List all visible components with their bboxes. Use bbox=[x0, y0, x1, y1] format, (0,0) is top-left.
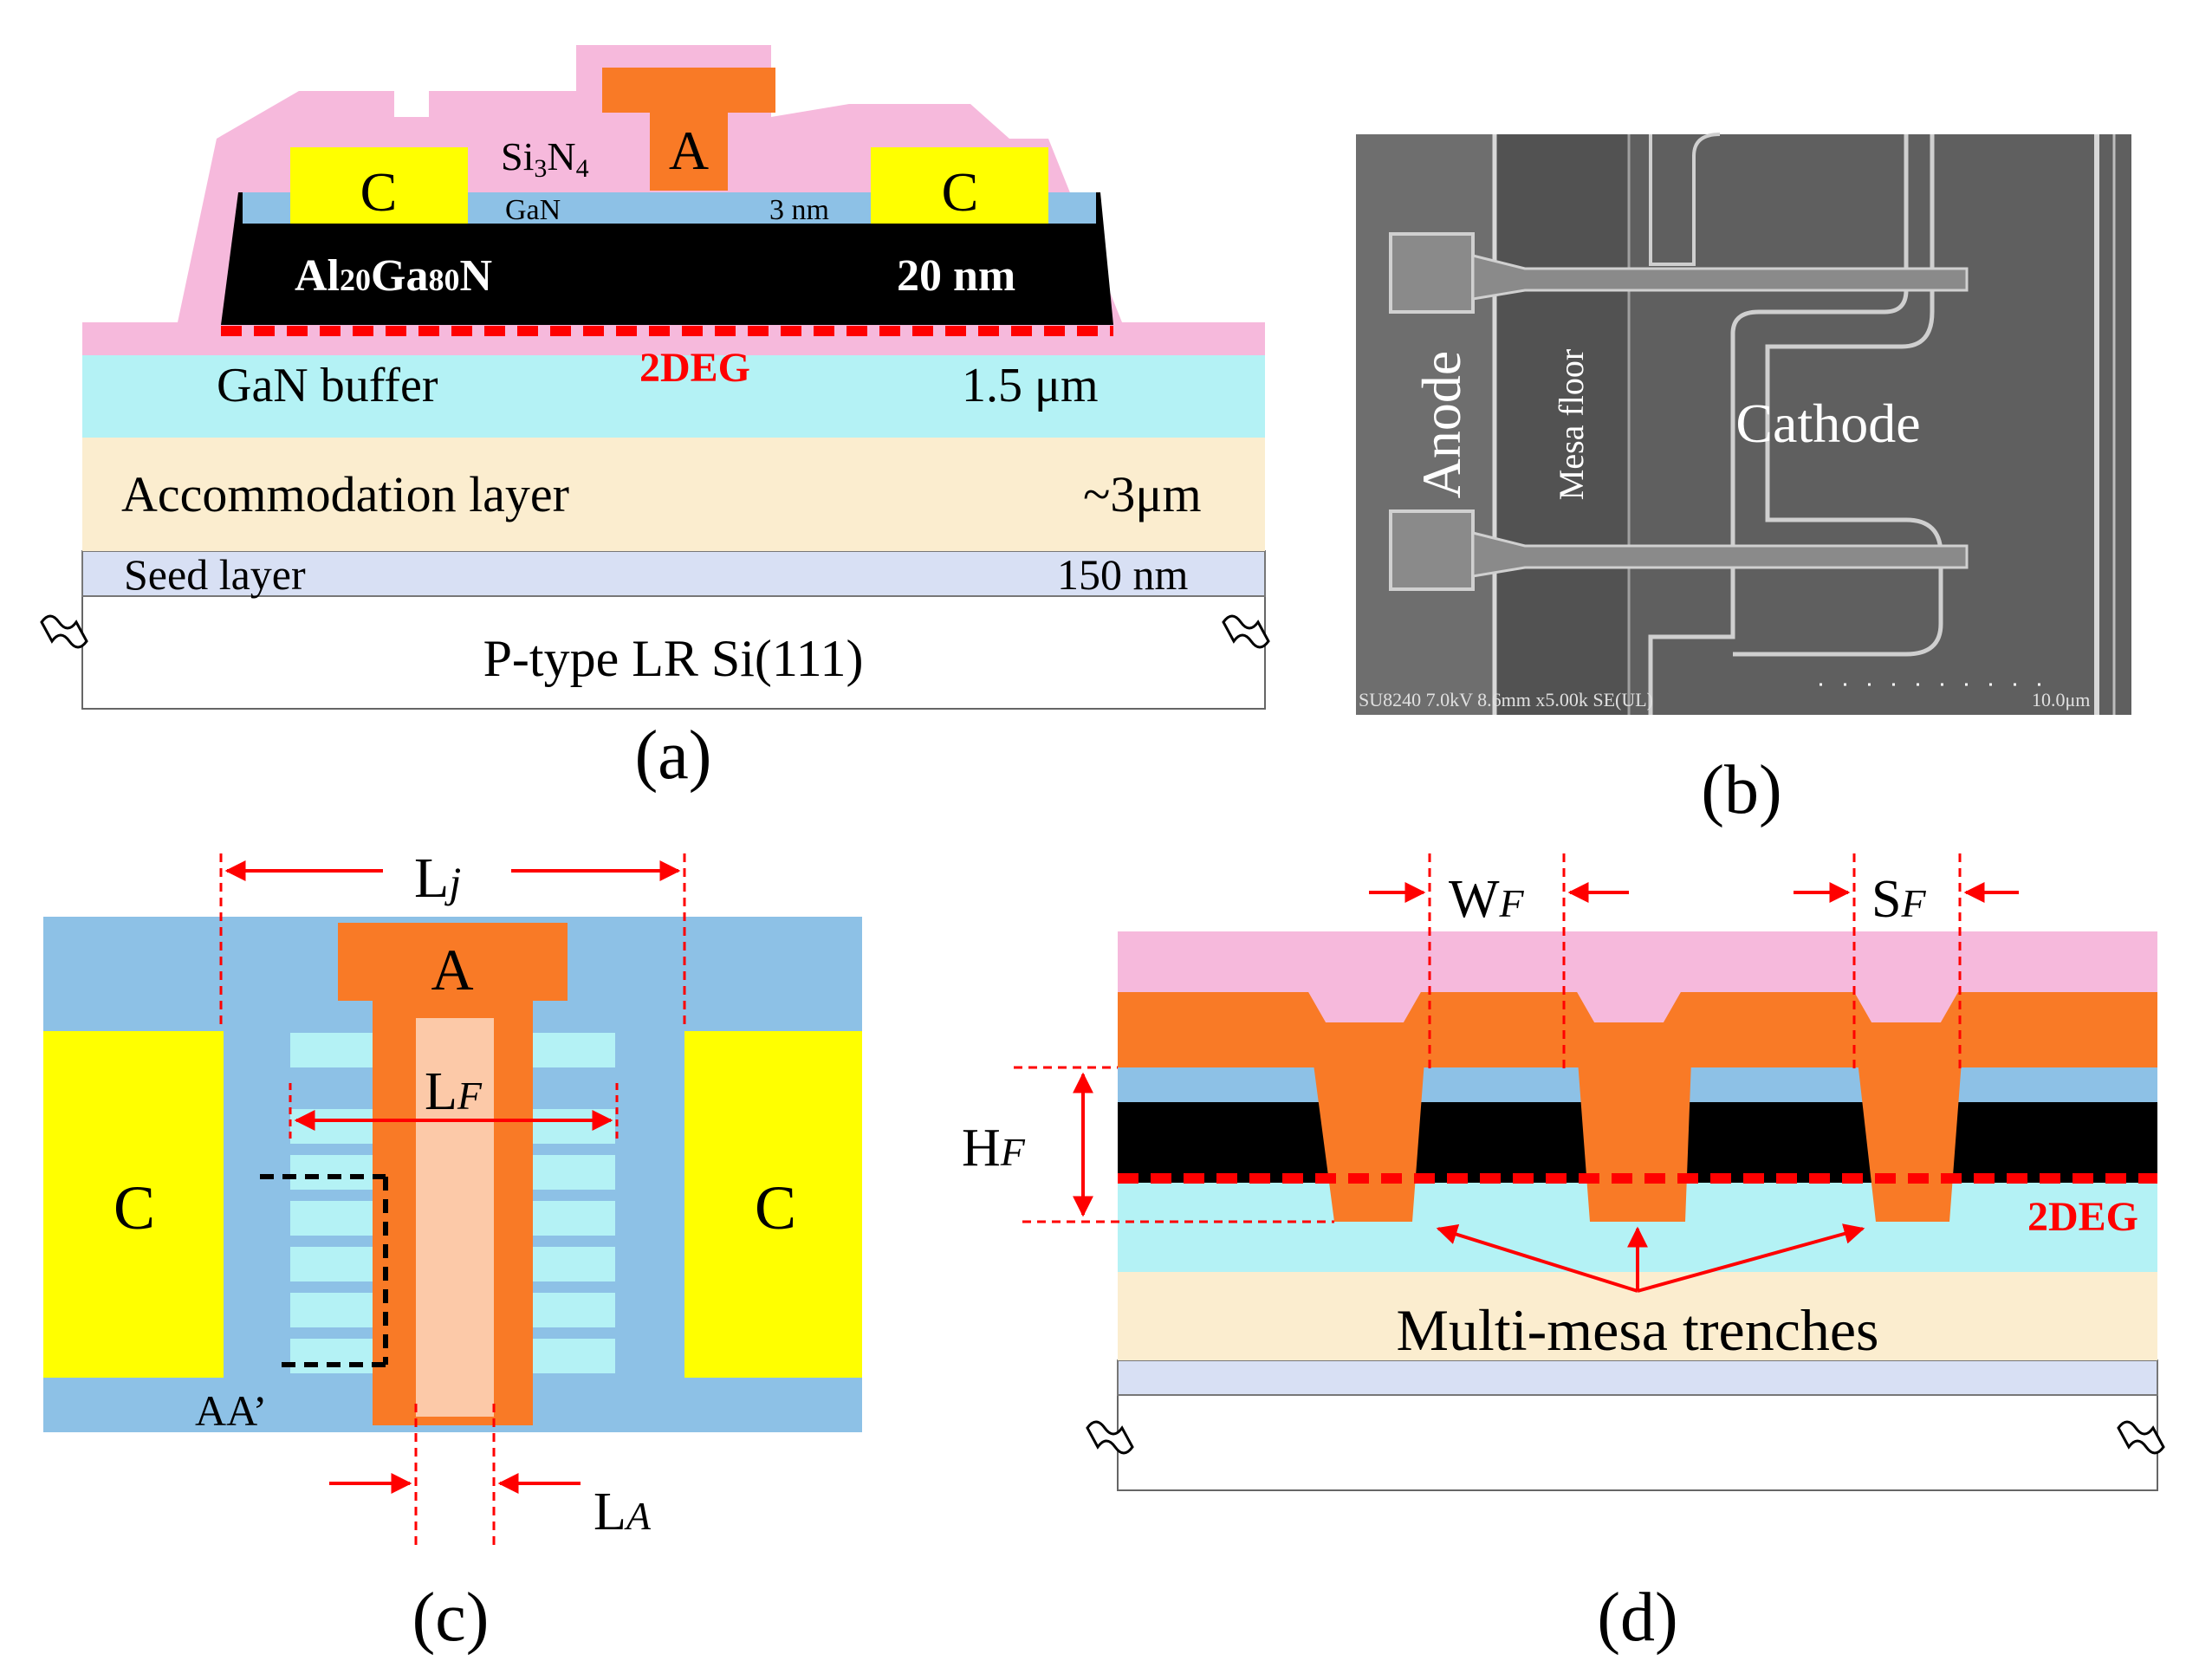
trench-2 bbox=[1573, 992, 1694, 1222]
seed-layer bbox=[81, 550, 1266, 597]
break-symbol-left-d bbox=[1086, 1420, 1134, 1455]
panel-a-caption: (a) bbox=[635, 717, 712, 794]
si3n4-label: Si3N4 bbox=[501, 134, 589, 183]
anode-top-label: A bbox=[431, 937, 473, 1002]
seed-layer-d bbox=[1117, 1359, 2158, 1396]
lj-label: Lj bbox=[414, 847, 461, 910]
trench-1 bbox=[1304, 992, 1430, 1222]
anode-pad-bottom bbox=[1389, 509, 1475, 591]
gan-buffer-label: GaN buffer bbox=[217, 359, 438, 412]
trench-3 bbox=[1850, 992, 1967, 1222]
seed-label: Seed layer bbox=[124, 550, 306, 599]
section-label: AA’ bbox=[195, 1386, 267, 1435]
anode-label: A bbox=[669, 120, 709, 181]
gan-cap-thickness: 3 nm bbox=[769, 194, 829, 226]
sem-scale-label: 10.0μm bbox=[2032, 689, 2090, 710]
panel-c-top-view: Lj LF AA’ C C A LA (c) bbox=[43, 847, 862, 1656]
cathode-top-label-left: C bbox=[114, 1173, 155, 1243]
cathode-label-right: C bbox=[942, 161, 979, 223]
passivation-layer-d bbox=[1118, 931, 2157, 992]
sem-info: SU8240 7.0kV 8.6mm x5.00k SE(UL) bbox=[1359, 689, 1653, 710]
substrate-layer-d bbox=[1117, 1394, 2158, 1491]
algan-thickness: 20 nm bbox=[897, 251, 1015, 301]
anode-metal bbox=[602, 68, 775, 191]
accommodation-label: Accommodation layer bbox=[121, 466, 569, 522]
hf-label: HF bbox=[962, 1119, 1026, 1178]
anode-pad-top bbox=[1389, 232, 1475, 314]
trench-arrow-3 bbox=[1637, 1223, 1865, 1293]
break-symbol-left bbox=[40, 614, 88, 649]
cathode-outline bbox=[1648, 134, 1909, 715]
twodeg-label-d: 2DEG bbox=[2027, 1194, 2138, 1240]
cathode-pad-right bbox=[684, 1031, 862, 1378]
panel-d-trench-section: WF SF HF 2DEG Multi-mesa trenches (d) bbox=[962, 853, 2165, 1656]
anode-contact-region bbox=[416, 1018, 494, 1417]
cathode-metal-right bbox=[871, 147, 1048, 224]
algan-barrier-layer bbox=[221, 192, 1113, 325]
break-symbol-right bbox=[1222, 614, 1270, 649]
trench-arrow-1 bbox=[1436, 1224, 1638, 1293]
cathode-pad-left bbox=[43, 1031, 224, 1378]
algan-label: Al20Ga80N bbox=[295, 251, 492, 301]
substrate-label: P-type LR Si(111) bbox=[483, 630, 864, 687]
wf-label: WF bbox=[1449, 870, 1525, 929]
gan-buffer-thickness: 1.5 μm bbox=[962, 359, 1099, 412]
panel-b-caption: (b) bbox=[1701, 752, 1781, 828]
anode-sem-label: Anode bbox=[1411, 351, 1472, 499]
anode-finger-bottom bbox=[1471, 531, 1969, 578]
mesa-floor-label: Mesa floor bbox=[1552, 349, 1591, 500]
accommodation-layer bbox=[82, 438, 1265, 551]
accommodation-thickness: ~3μm bbox=[1083, 466, 1202, 522]
panel-d-caption: (d) bbox=[1597, 1580, 1677, 1656]
gan-buffer-layer bbox=[82, 355, 1265, 438]
panel-a-cross-section: C C A Si3N4 GaN 3 nm Al20Ga80N 20 nm 2DE… bbox=[40, 45, 1270, 794]
cathode-label-left: C bbox=[360, 161, 398, 223]
panel-b-sem-image: Anode Mesa floor Cathode SU8240 7.0kV 8.… bbox=[1356, 133, 2131, 828]
anode-region bbox=[1356, 134, 1495, 715]
gan-cap-label: GaN bbox=[505, 194, 561, 226]
twodeg-label: 2DEG bbox=[639, 345, 750, 391]
la-label: LA bbox=[594, 1483, 652, 1541]
substrate-layer bbox=[81, 595, 1266, 710]
cathode-metal-left bbox=[290, 147, 468, 224]
cathode-top-label-right: C bbox=[755, 1173, 796, 1243]
break-symbol-right-d bbox=[2117, 1420, 2165, 1455]
sf-label: SF bbox=[1871, 870, 1926, 929]
seed-thickness: 150 nm bbox=[1057, 550, 1189, 599]
panel-c-caption: (c) bbox=[412, 1580, 490, 1656]
mesa-floor-region bbox=[1495, 134, 1629, 715]
anode-finger-top bbox=[1471, 254, 1969, 301]
cathode-sem-label: Cathode bbox=[1735, 393, 1920, 454]
lf-label: LF bbox=[425, 1062, 483, 1121]
trenches-label: Multi-mesa trenches bbox=[1396, 1297, 1878, 1363]
